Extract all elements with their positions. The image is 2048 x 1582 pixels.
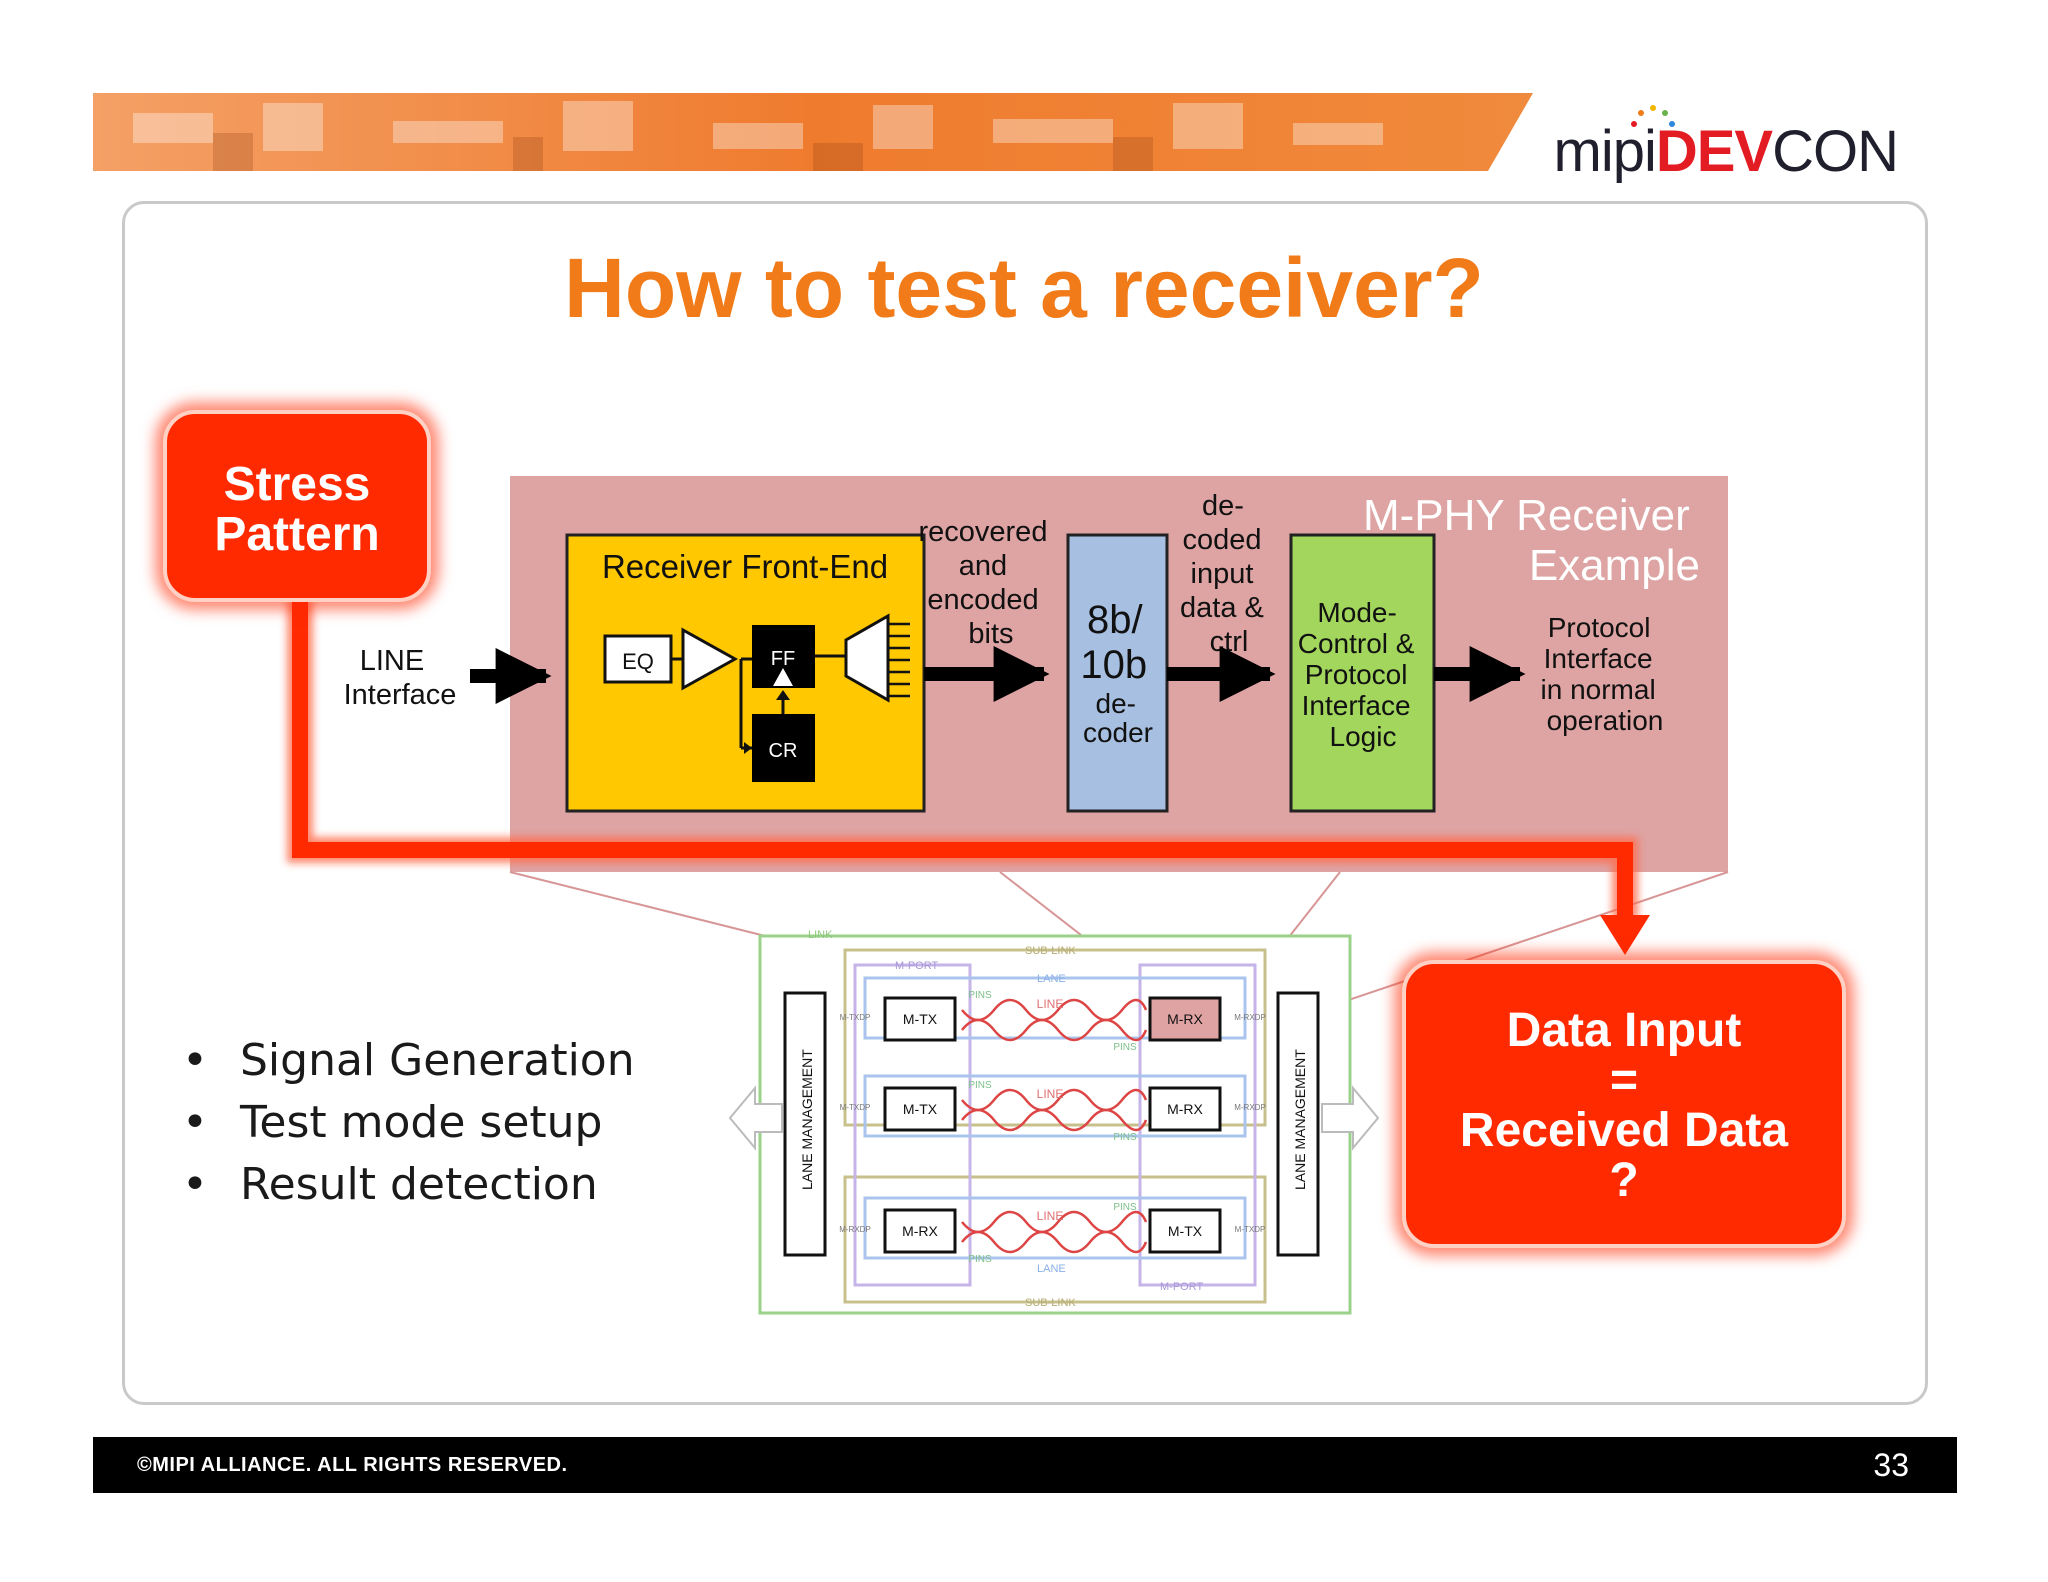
svg-text:SUB-LINK: SUB-LINK bbox=[1025, 945, 1076, 957]
data-input-line-1: Data Input bbox=[1506, 1004, 1742, 1057]
bullet-item: •Signal Generation bbox=[182, 1030, 635, 1092]
data-input-line-2: = bbox=[1609, 1054, 1639, 1107]
svg-text:LANE: LANE bbox=[1037, 1263, 1066, 1275]
copyright-text: ©MIPI ALLIANCE. ALL RIGHTS RESERVED. bbox=[137, 1454, 568, 1476]
stress-pattern-callout: Stress Pattern bbox=[163, 410, 431, 602]
svg-text:M-RX: M-RX bbox=[1167, 1101, 1203, 1117]
data-input-line-3: Received Data bbox=[1459, 1104, 1789, 1157]
svg-text:PINS: PINS bbox=[1113, 1132, 1137, 1143]
svg-text:M-PORT: M-PORT bbox=[895, 960, 938, 972]
svg-text:M-PORT: M-PORT bbox=[1160, 1281, 1203, 1293]
svg-text:LINK: LINK bbox=[808, 929, 833, 941]
front-end-label: Receiver Front-End bbox=[602, 548, 888, 585]
svg-text:LANE MANAGEMENT: LANE MANAGEMENT bbox=[799, 1049, 815, 1190]
stress-line-2: Pattern bbox=[214, 508, 380, 561]
logo-dots-icon bbox=[1631, 105, 1675, 127]
svg-text:M-RX: M-RX bbox=[902, 1223, 938, 1239]
bullet-list: •Signal Generation •Test mode setup •Res… bbox=[182, 1030, 635, 1216]
protocol-logic-label: Mode- Control & Protocol Interface Logic bbox=[1298, 597, 1423, 752]
logo-mipi-text: mipi bbox=[1553, 119, 1657, 184]
decoded-data-label: de- coded input data & ctrl bbox=[1180, 490, 1272, 658]
mphy-panel-title: M-PHY Receiver Example bbox=[1363, 491, 1702, 590]
decoder-label: 8b/ 10b de- coder bbox=[1080, 598, 1153, 748]
svg-text:M-TX: M-TX bbox=[903, 1101, 938, 1117]
logo-con-text: CON bbox=[1772, 119, 1899, 184]
svg-text:LANE: LANE bbox=[1037, 973, 1066, 985]
stress-line-1: Stress bbox=[223, 458, 371, 511]
svg-text:PINS: PINS bbox=[968, 1254, 992, 1265]
svg-text:M-RXDP: M-RXDP bbox=[839, 1225, 871, 1234]
data-input-line-4: ? bbox=[1609, 1154, 1639, 1207]
svg-text:LINE: LINE bbox=[1037, 1087, 1064, 1101]
protocol-interface-label: Protocol Interface in normal operation bbox=[1541, 612, 1664, 736]
deserializer-icon bbox=[844, 613, 890, 703]
footer-bar: ©MIPI ALLIANCE. ALL RIGHTS RESERVED. 33 bbox=[93, 1437, 1957, 1493]
svg-text:M-TX: M-TX bbox=[903, 1011, 938, 1027]
bullet-dot-icon: • bbox=[182, 1035, 208, 1086]
svg-text:PINS: PINS bbox=[968, 990, 992, 1001]
svg-text:LANE MANAGEMENT: LANE MANAGEMENT bbox=[1292, 1049, 1308, 1190]
line-interface-label: LINE Interface bbox=[344, 645, 457, 711]
cr-box bbox=[752, 714, 815, 782]
stress-path bbox=[287, 600, 1650, 955]
ff-label: FF bbox=[771, 648, 795, 670]
recovered-bits-label: recovered and encoded bits bbox=[918, 516, 1055, 650]
svg-text:M-RXDP: M-RXDP bbox=[1234, 1013, 1266, 1022]
svg-text:M-TXDP: M-TXDP bbox=[1235, 1225, 1266, 1234]
data-input-callout: Data Input = Received Data ? bbox=[1402, 960, 1846, 1248]
header-banner-graphic bbox=[93, 93, 1533, 171]
svg-text:PINS: PINS bbox=[1113, 1042, 1137, 1053]
eq-label: EQ bbox=[622, 649, 654, 674]
svg-text:M-RX: M-RX bbox=[1167, 1011, 1203, 1027]
bullet-item: •Test mode setup bbox=[182, 1092, 635, 1154]
mipi-devcon-logo: mipiDEVCON bbox=[1554, 118, 1899, 185]
svg-text:PINS: PINS bbox=[968, 1080, 992, 1091]
eq-box bbox=[603, 634, 673, 684]
svg-text:M-RXDP: M-RXDP bbox=[1234, 1103, 1266, 1112]
logo-dev-text: DEV bbox=[1655, 119, 1773, 184]
bullet-dot-icon: • bbox=[182, 1097, 208, 1148]
svg-text:M-TXDP: M-TXDP bbox=[840, 1103, 871, 1112]
page-number: 33 bbox=[1873, 1447, 1909, 1483]
lane-diagram: LINK SUB-LINK SUB-LINK M-PORT M-PORT LAN… bbox=[728, 929, 1380, 1315]
protocol-logic-block bbox=[1289, 533, 1436, 813]
svg-text:M-TX: M-TX bbox=[1168, 1223, 1203, 1239]
svg-text:LINE: LINE bbox=[1037, 997, 1064, 1011]
svg-text:M-TXDP: M-TXDP bbox=[840, 1013, 871, 1022]
cr-label: CR bbox=[769, 740, 798, 762]
bullet-item: •Result detection bbox=[182, 1154, 635, 1216]
svg-text:PINS: PINS bbox=[1113, 1202, 1137, 1213]
svg-text:SUB-LINK: SUB-LINK bbox=[1025, 1297, 1076, 1309]
slide-title: How to test a receiver? bbox=[564, 241, 1484, 335]
bullet-dot-icon: • bbox=[182, 1159, 208, 1210]
svg-text:LINE: LINE bbox=[1037, 1209, 1064, 1223]
